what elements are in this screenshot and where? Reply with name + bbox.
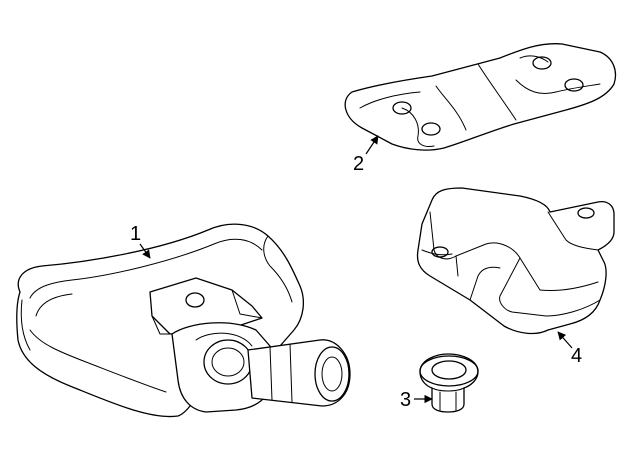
callout-4-label: 4 bbox=[571, 345, 582, 367]
callout-2-label: 2 bbox=[353, 153, 364, 175]
callout-2: 2 bbox=[353, 135, 379, 175]
callout-3-label: 3 bbox=[400, 389, 411, 411]
part-1-tire-pressure-sensor[interactable] bbox=[16, 223, 351, 418]
callout-1: 1 bbox=[130, 223, 151, 259]
part-3-grommet[interactable] bbox=[419, 353, 479, 413]
part-4-control-module[interactable] bbox=[416, 187, 615, 335]
part-2-bracket[interactable] bbox=[344, 43, 617, 151]
callout-4: 4 bbox=[557, 331, 582, 367]
callout-3: 3 bbox=[400, 389, 433, 411]
callout-1-label: 1 bbox=[130, 223, 141, 245]
